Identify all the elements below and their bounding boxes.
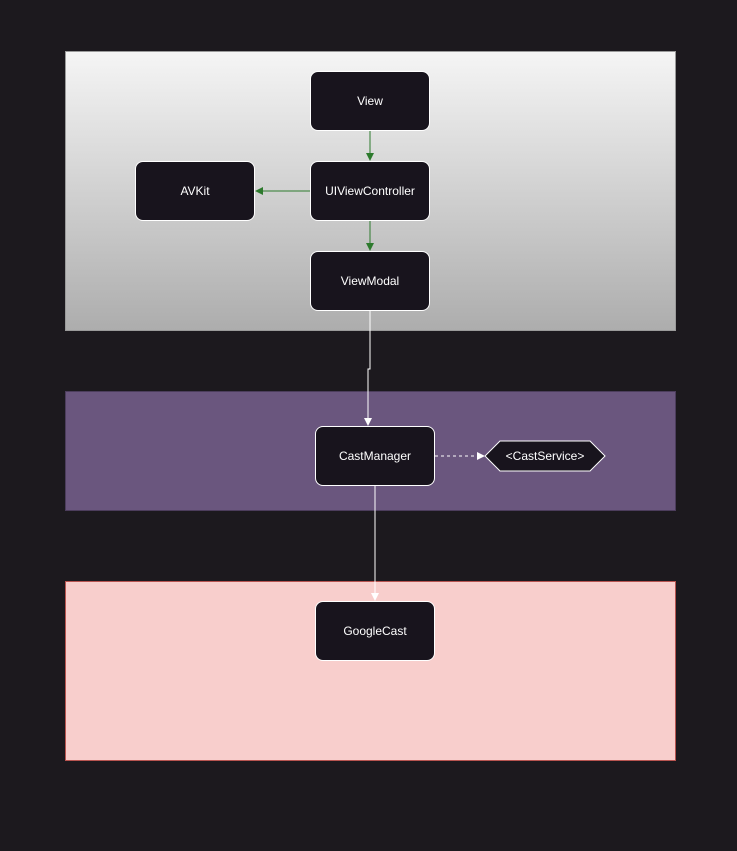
node-uiviewcontroller[interactable]: UIViewController xyxy=(310,161,430,221)
node-viewmodal-label: ViewModal xyxy=(340,274,400,288)
node-castservice-label: <CastService> xyxy=(505,449,585,463)
node-view-label: View xyxy=(357,94,383,108)
node-avkit[interactable]: AVKit xyxy=(135,161,255,221)
node-uiviewcontroller-label: UIViewController xyxy=(325,184,415,198)
node-googlecast[interactable]: GoogleCast xyxy=(315,601,435,661)
node-castservice[interactable]: <CastService> xyxy=(485,441,605,471)
node-googlecast-label: GoogleCast xyxy=(343,624,407,638)
node-viewmodal[interactable]: ViewModal xyxy=(310,251,430,311)
node-view[interactable]: View xyxy=(310,71,430,131)
node-castmanager-label: CastManager xyxy=(338,449,412,463)
node-castmanager[interactable]: CastManager xyxy=(315,426,435,486)
node-avkit-label: AVKit xyxy=(180,184,210,198)
